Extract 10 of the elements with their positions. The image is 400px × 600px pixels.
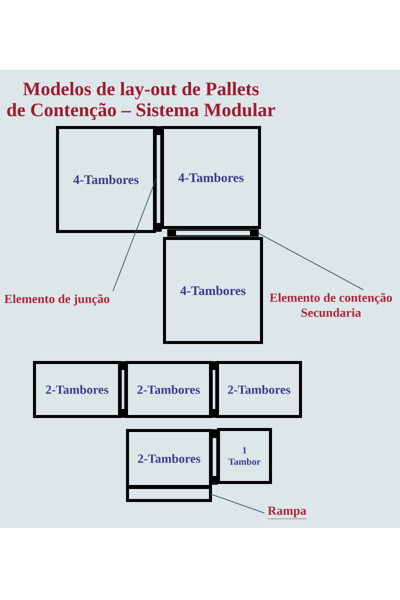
callout-text: Rampa bbox=[267, 506, 307, 520]
callout-text: Elemento de junção bbox=[4, 294, 110, 306]
callout-text: Elemento de contenção Secundaria bbox=[270, 293, 392, 317]
leader-line bbox=[258, 232, 364, 290]
joint-piece bbox=[155, 126, 162, 232]
leader-line bbox=[210, 494, 265, 514]
leader-line bbox=[112, 178, 156, 292]
joint-strip bbox=[167, 229, 259, 237]
ramp-strip bbox=[126, 486, 212, 502]
title: Modelos de lay-out de Pallets de Contenção – Sistema Modular bbox=[7, 82, 276, 120]
